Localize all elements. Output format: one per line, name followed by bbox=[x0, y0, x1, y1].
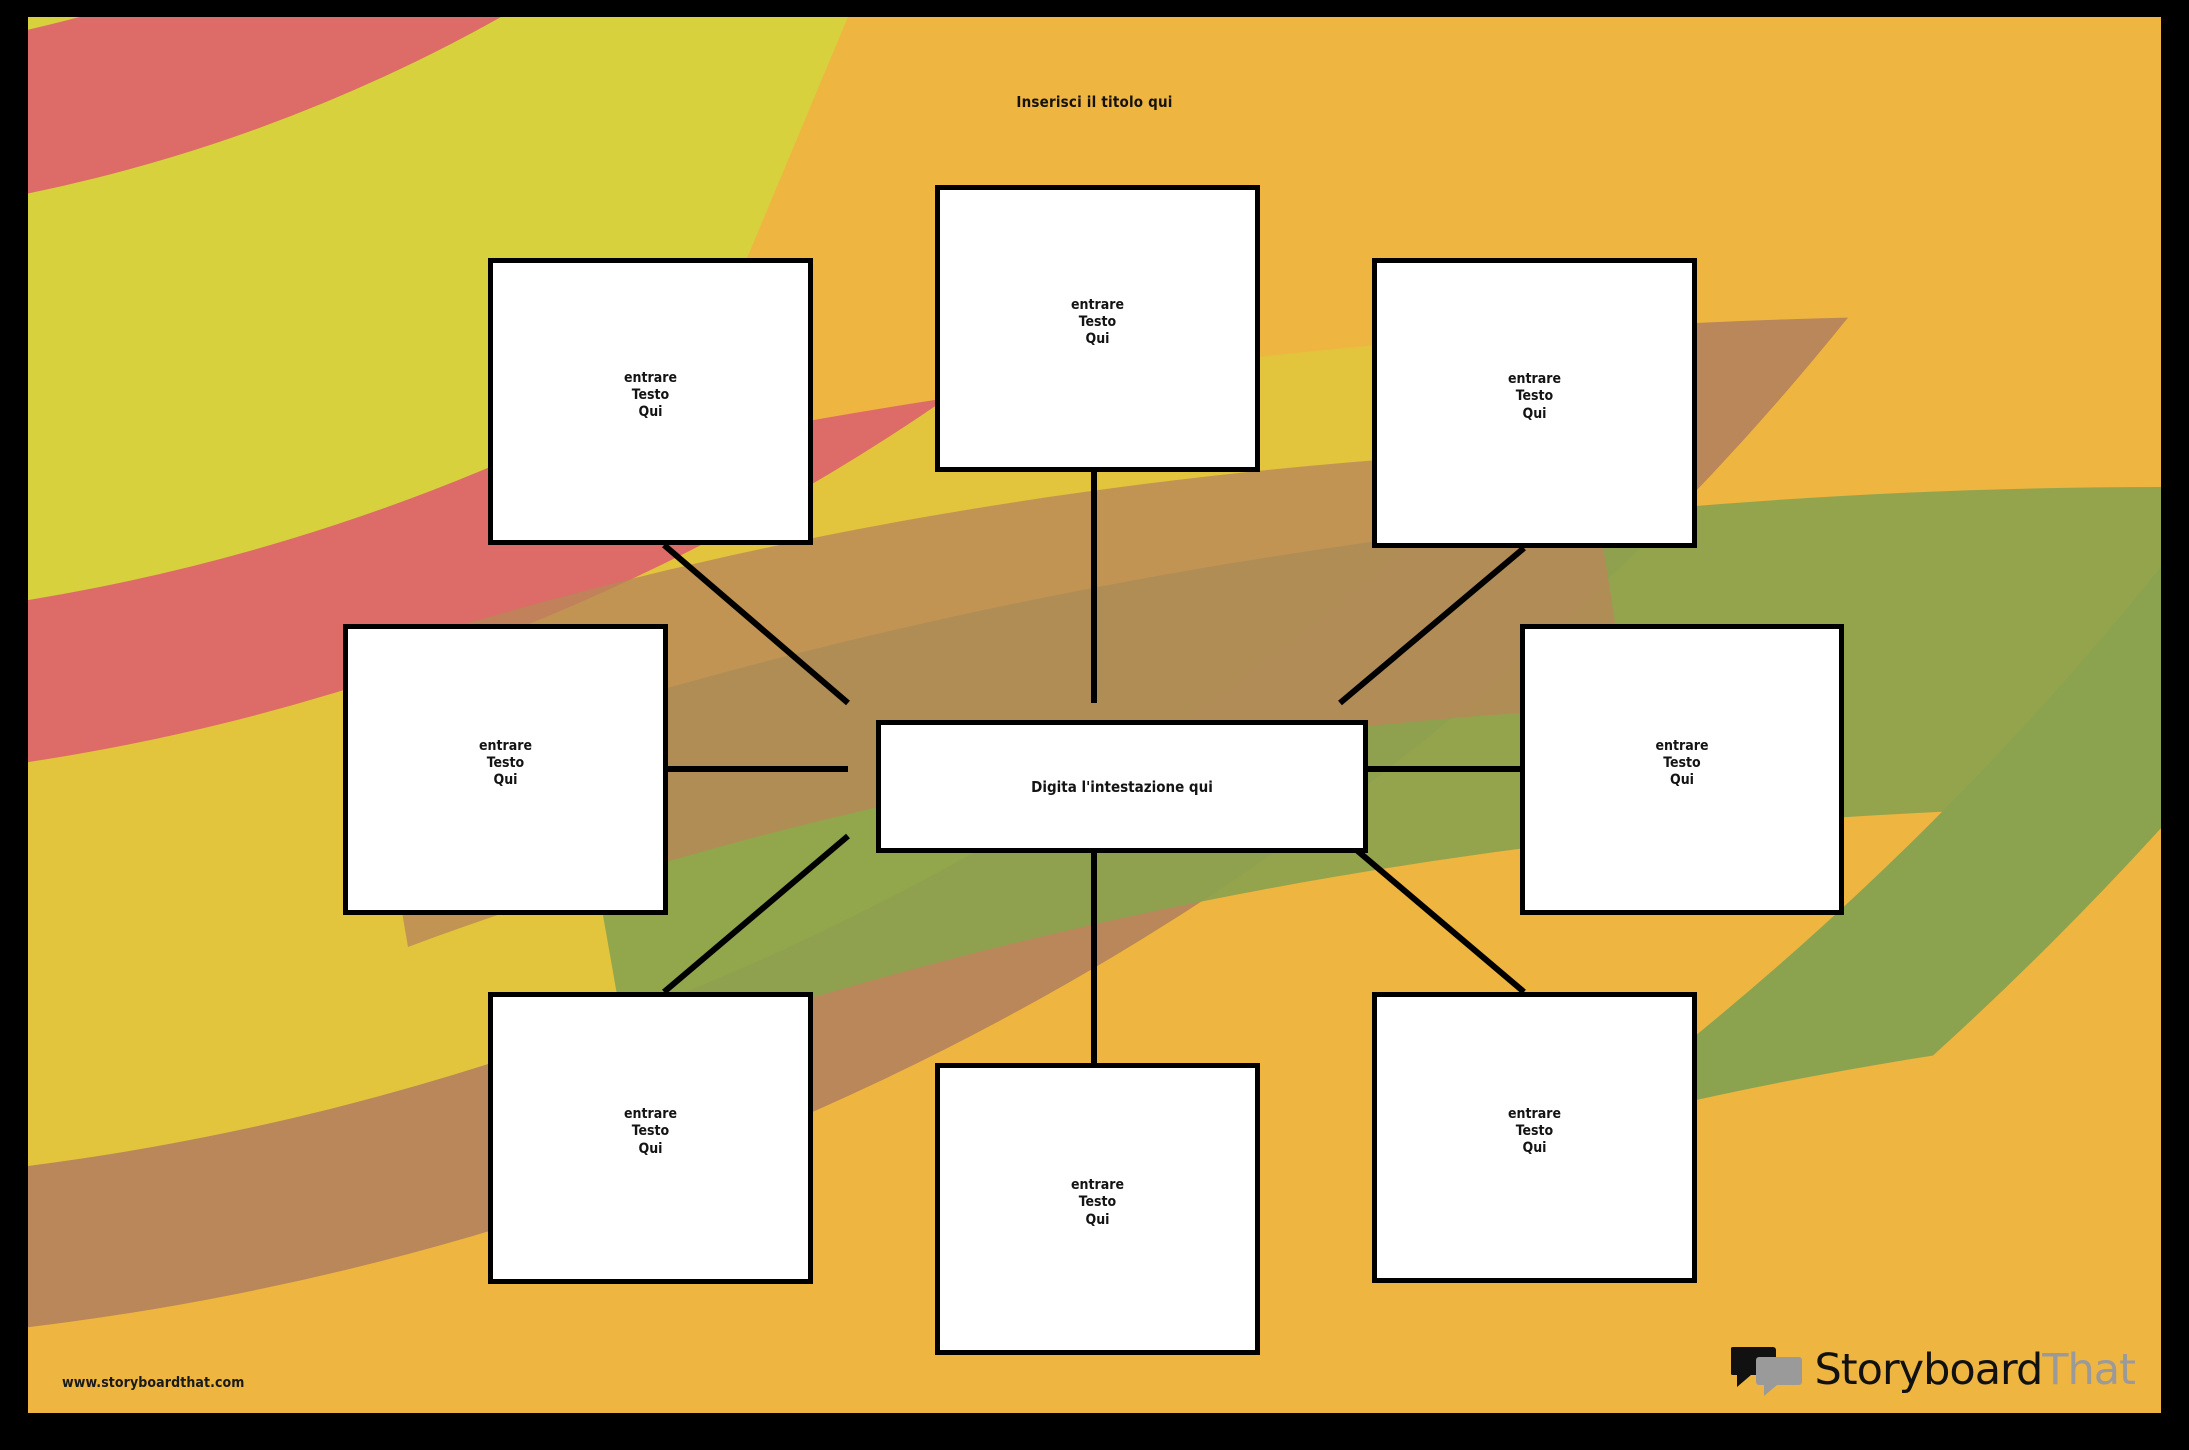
node-top-center-label: entrare Testo Qui bbox=[1070, 296, 1124, 348]
node-top-right[interactable]: entrare Testo Qui bbox=[1372, 258, 1697, 548]
node-bottom-center-label: entrare Testo Qui bbox=[1070, 1177, 1124, 1228]
bg-arc-yellowgreen-2 bbox=[28, 17, 79, 30]
node-bottom-left[interactable]: entrare Testo Qui bbox=[488, 992, 813, 1284]
connector-layer bbox=[662, 472, 1526, 1065]
bg-arc-salmon-2 bbox=[28, 17, 501, 193]
logo-word-that: That bbox=[2042, 1344, 2136, 1395]
node-middle-left[interactable]: entrare Testo Qui bbox=[343, 624, 668, 915]
bg-band-tan bbox=[358, 447, 1628, 947]
node-top-center[interactable]: entrare Testo Qui bbox=[935, 185, 1260, 472]
connector-top-left bbox=[662, 542, 850, 706]
connector-top-right bbox=[1338, 545, 1526, 706]
connector-bottom-left bbox=[662, 833, 850, 995]
node-bottom-right[interactable]: entrare Testo Qui bbox=[1372, 992, 1697, 1283]
node-middle-right[interactable]: entrare Testo Qui bbox=[1520, 624, 1844, 915]
poster-canvas: Inserisci il titolo qui entrare Testo Qu… bbox=[28, 17, 2161, 1413]
node-top-left[interactable]: entrare Testo Qui bbox=[488, 258, 813, 545]
node-center-label: Digita l'intestazione qui bbox=[1031, 777, 1213, 796]
node-top-left-label: entrare Testo Qui bbox=[623, 369, 677, 421]
node-middle-left-label: entrare Testo Qui bbox=[478, 737, 532, 789]
node-top-right-label: entrare Testo Qui bbox=[1507, 371, 1561, 422]
logo-wordmark: StoryboardThat bbox=[1815, 1348, 2136, 1392]
node-bottom-left-label: entrare Testo Qui bbox=[623, 1106, 677, 1157]
page-title: Inserisci il titolo qui bbox=[1016, 93, 1173, 111]
storyboardthat-logo[interactable]: StoryboardThat bbox=[1730, 1343, 2136, 1397]
website-watermark: www.storyboardthat.com bbox=[62, 1375, 245, 1391]
node-center[interactable]: Digita l'intestazione qui bbox=[876, 720, 1368, 853]
speech-bubbles-icon bbox=[1730, 1347, 1802, 1396]
node-bottom-right-label: entrare Testo Qui bbox=[1507, 1105, 1561, 1157]
logo-word-storyboard: Storyboard bbox=[1814, 1344, 2044, 1395]
connector-bottom-right bbox=[1338, 833, 1526, 995]
node-bottom-center[interactable]: entrare Testo Qui bbox=[935, 1063, 1260, 1355]
node-middle-right-label: entrare Testo Qui bbox=[1655, 737, 1709, 789]
